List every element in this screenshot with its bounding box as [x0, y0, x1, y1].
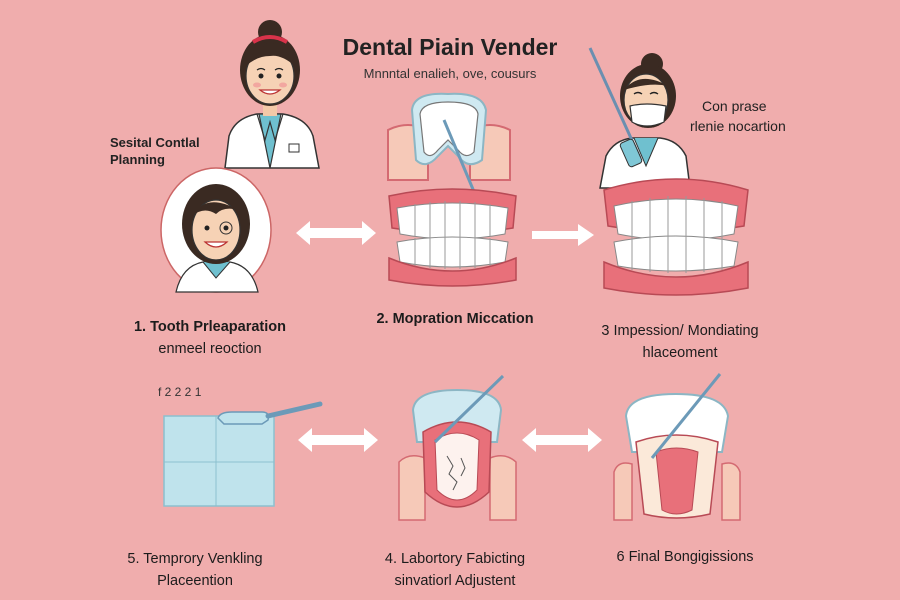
step-caption: 5. Temprory Venkling Placeention	[95, 548, 295, 592]
step-4-subtitle: sinvatiorl Adjustent	[394, 573, 516, 589]
side-label-right-line2: rlenie nocartion	[690, 118, 786, 134]
step-6-title: 6 Final Bongigissions	[616, 549, 754, 565]
right-arrow-icon	[532, 222, 594, 248]
side-label-right-line1: Con prase	[702, 98, 767, 114]
side-label-left: Sesital Contlal Planning	[110, 134, 200, 168]
dental-impression-tray-icon: f 2 2 2 1	[158, 382, 328, 508]
side-label-left-line1: Sesital Contlal	[110, 135, 200, 150]
step-caption: 1. Tooth Prleaparation enmeel reoction	[100, 316, 320, 360]
dentist-woman-icon	[215, 18, 325, 169]
step-caption: 2. Mopration Miccation	[340, 308, 570, 330]
teeth-model-icon	[600, 176, 752, 300]
prepared-tooth-icon	[395, 372, 520, 522]
step-5-subtitle: Placeention	[157, 573, 233, 589]
page-subtitle: Mnnntal enalieh, ove, cousurs	[363, 66, 537, 81]
final-crown-icon	[612, 372, 742, 522]
step-caption: 6 Final Bongigissions	[580, 546, 790, 568]
tooth-crown-icon	[378, 90, 518, 231]
double-arrow-icon	[298, 425, 378, 455]
step-3-subtitle: hlaceoment	[642, 345, 718, 361]
double-arrow-icon	[296, 218, 376, 248]
side-label-right: Con prase rlenie nocartion	[690, 96, 786, 136]
step-4-title: 4. Labortory Fabicting	[384, 551, 526, 567]
patient-woman-icon	[158, 166, 276, 294]
page-title: Dental Piain Vender	[342, 34, 558, 60]
step-caption: 4. Labortory Fabicting sinvatiorl Adjust…	[340, 548, 570, 592]
step-3-title: 3 Impession/ Mondiating	[601, 323, 759, 339]
double-arrow-icon	[522, 425, 602, 455]
step-1-title: 1. Tooth Prleaparation	[133, 319, 286, 335]
doodle-text: f 2 2 2 1	[158, 385, 202, 399]
step-2-title: 2. Mopration Miccation	[376, 311, 534, 327]
step-caption: 3 Impession/ Mondiating hlaceoment	[570, 320, 790, 364]
side-label-left-line2: Planning	[110, 152, 165, 167]
dentist-mask-icon	[588, 47, 700, 189]
step-1-subtitle: enmeel reoction	[158, 341, 262, 357]
teeth-model-icon	[385, 188, 520, 288]
step-5-title: 5. Temprory Venkling	[127, 551, 263, 567]
